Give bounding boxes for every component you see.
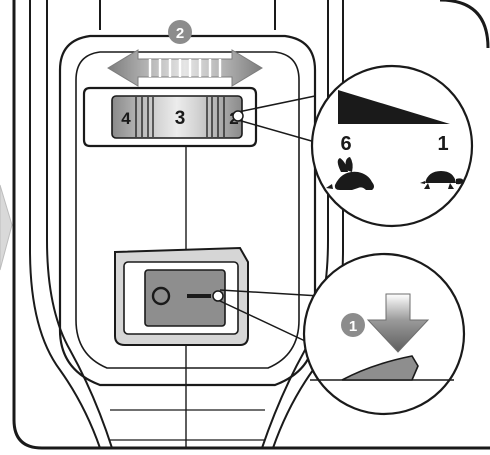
page-tab-arrow (0, 184, 13, 271)
dial-callout-dot (232, 110, 244, 122)
frame-border (12, 0, 490, 450)
step-1-number: 1 (349, 318, 357, 335)
switch-inset: 1 (302, 252, 466, 416)
speed-max-label: 6 (340, 133, 351, 155)
switch-rocker-profile (341, 355, 419, 381)
switch-off-symbol (151, 286, 171, 306)
switch-rocker[interactable] (144, 269, 226, 327)
step-2-number: 2 (176, 25, 184, 42)
dial-label-selected: 3 (175, 108, 186, 129)
press-down-arrow (366, 293, 430, 353)
dial-label-left: 4 (121, 109, 131, 128)
step-1-badge: 1 (341, 313, 365, 337)
speed-dial[interactable]: 4 3 2 (82, 86, 258, 148)
dial-ridges (135, 97, 225, 137)
switch-on-symbol (187, 294, 211, 298)
step-2-badge: 2 (168, 20, 192, 44)
rabbit-icon (326, 157, 374, 190)
speed-callout-leader (237, 95, 316, 143)
speed-inset: 6 1 (310, 64, 474, 228)
frame-top-right-corner (439, 0, 490, 49)
speed-min-label: 1 (437, 133, 448, 155)
switch-callout-dot (212, 290, 224, 302)
dial-direction-arrow (107, 49, 263, 87)
turtle-icon (420, 171, 464, 189)
power-switch[interactable] (114, 246, 249, 346)
speed-ramp (338, 90, 450, 124)
